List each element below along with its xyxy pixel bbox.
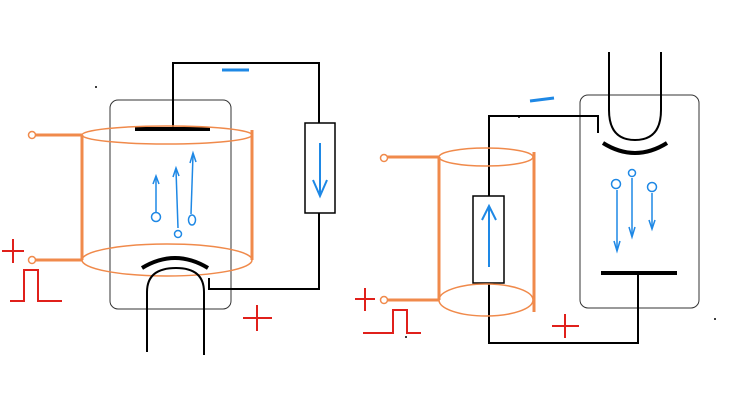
stray-dot [714,318,716,320]
right-setup [355,52,700,344]
left-square-pulse-icon [10,269,62,302]
right-coil-top [438,147,534,167]
right-circuit-wire-bottom [488,274,639,344]
right-heater-filament [608,52,662,142]
stray-dot [405,336,407,338]
right-square-pulse-icon [363,309,421,334]
right-particles [610,168,658,254]
left-tube-box [109,99,232,310]
left-lower-terminal [27,255,37,265]
left-upper-terminal [27,130,37,140]
left-resistor-arrow-down-icon [312,143,328,199]
left-input-plus-sign [2,239,24,263]
left-cathode-arc [140,256,210,270]
right-lower-terminal [379,295,389,305]
left-particles [150,150,197,239]
right-coil-bottom [438,283,534,317]
stray-dot [95,86,97,88]
right-resistor-arrow-up-icon [481,203,497,267]
right-minus-sign [529,96,555,103]
left-circuit-wire [172,62,320,128]
right-input-plus-sign [355,288,375,311]
left-circuit-wire-bottom [208,213,320,290]
right-upper-terminal [379,153,389,163]
right-cathode-arc [601,141,669,155]
right-tube-box [579,94,700,309]
right-output-plus-sign [552,314,579,338]
left-heater-filament [146,266,205,355]
right-circuit-wire [488,115,599,196]
left-setup [2,62,336,355]
stray-dot [518,116,520,118]
left-output-plus-sign [243,305,272,331]
